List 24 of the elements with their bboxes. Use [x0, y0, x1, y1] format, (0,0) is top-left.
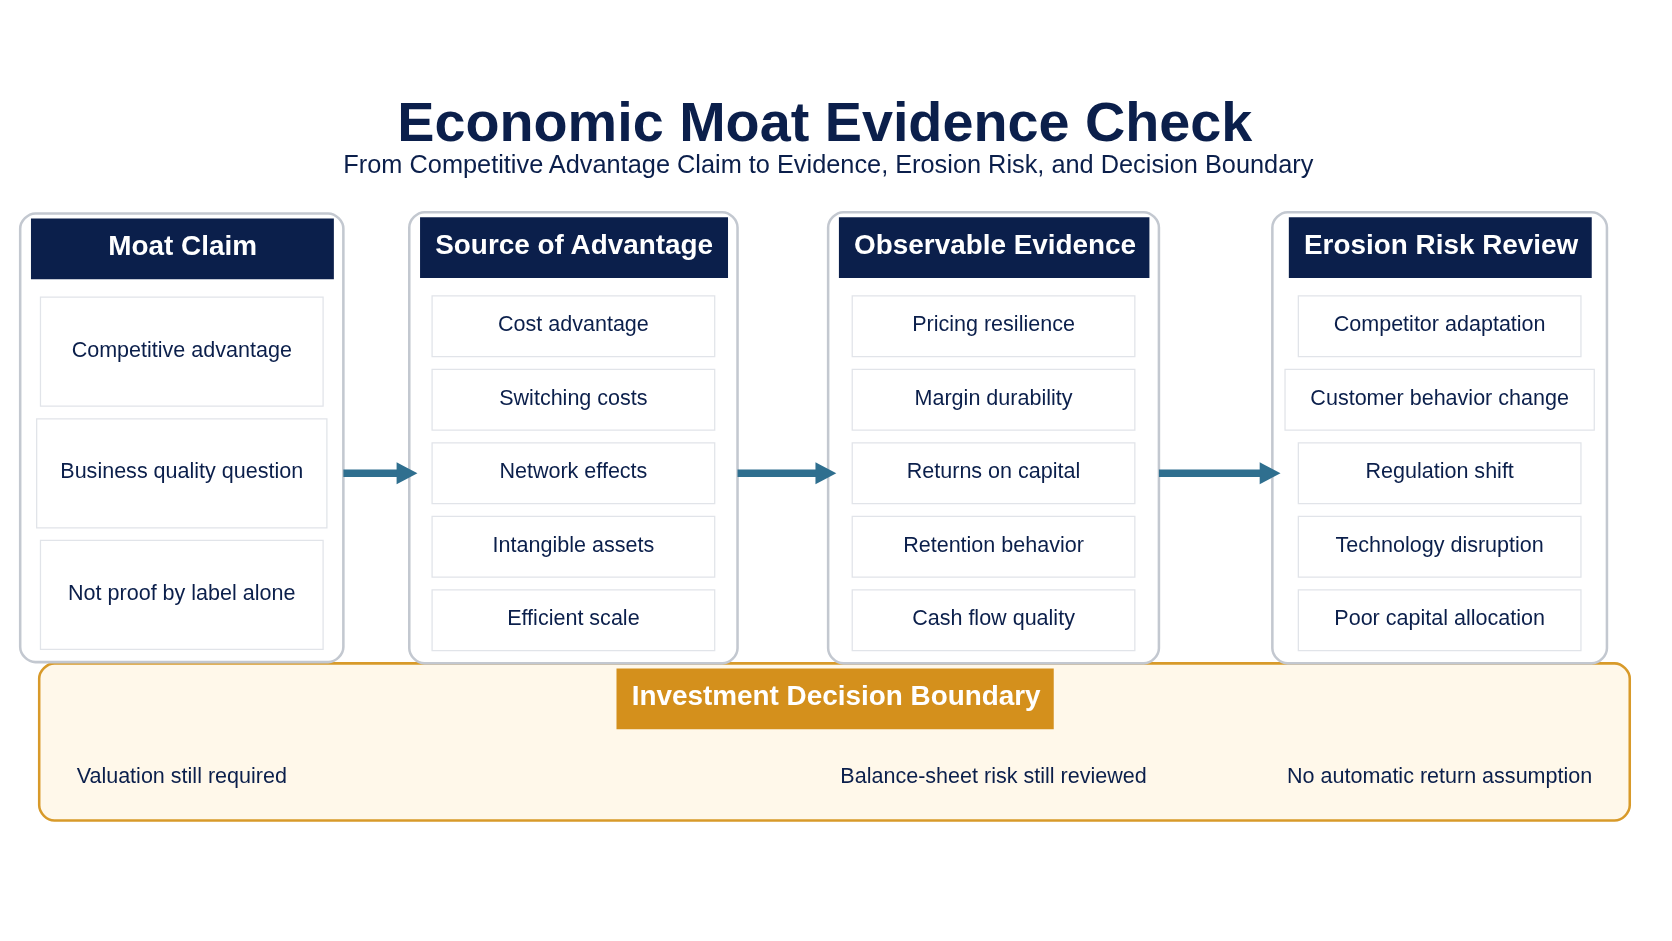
node-box: Retention behavior — [851, 515, 1136, 578]
node-text: No automatic return assumption — [1287, 763, 1593, 788]
node-box: Intangible assets — [431, 515, 716, 578]
arrow — [343, 461, 418, 484]
node-box: Cost advantage — [431, 294, 716, 357]
node-box: Poor capital allocation — [1297, 588, 1582, 651]
node-box: Margin durability — [851, 368, 1136, 431]
arrow — [1158, 461, 1281, 484]
node-box: Regulation shift — [1297, 441, 1582, 504]
node-box: Network effects — [431, 441, 716, 504]
node-box: Competitive advantage — [39, 296, 324, 407]
node-box: Pricing resilience — [851, 294, 1136, 357]
node-box: Returns on capital — [851, 441, 1136, 504]
node-box: Cash flow quality — [851, 588, 1136, 651]
arrow — [737, 461, 837, 484]
node-box: Business quality question — [36, 417, 328, 528]
node-box: Switching costs — [431, 368, 716, 431]
node-box: Efficient scale — [431, 588, 716, 651]
node-box: Competitor adaptation — [1297, 294, 1582, 357]
node-box: Technology disruption — [1297, 515, 1582, 578]
node-box: Not proof by label alone — [39, 539, 324, 650]
node-box: Customer behavior change — [1284, 368, 1595, 431]
node-text: Balance-sheet risk still reviewed — [840, 763, 1147, 788]
node-text: Valuation still required — [76, 763, 287, 788]
